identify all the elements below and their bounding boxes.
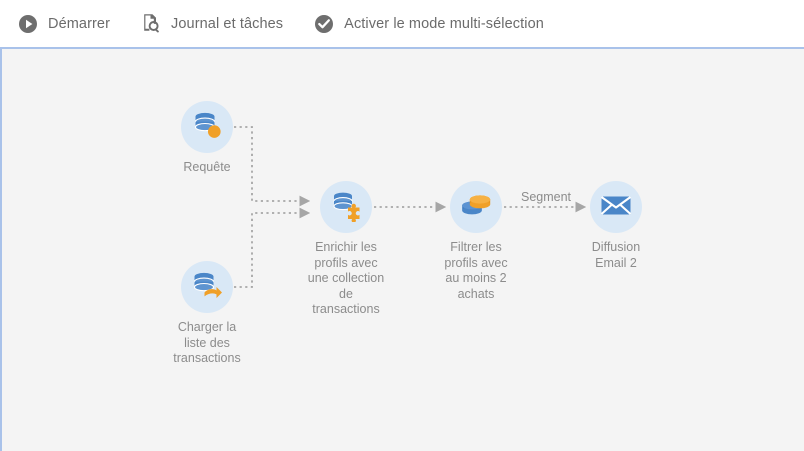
node-query-label: Requête [183,160,231,174]
node-filter-profiles-label: Filtrer les profils avec au moins 2 acha… [444,240,508,301]
workflow-node-load-transactions[interactable]: Charger la liste des transactions [147,261,267,367]
filter-icon [459,188,493,227]
node-load-transactions-circle[interactable] [181,261,233,313]
database-enrich-icon [329,188,363,227]
toolbar: Démarrer Journal et tâches Activer le mo… [0,0,804,47]
envelope-icon [599,188,633,227]
node-query-circle[interactable] [181,101,233,153]
node-enrich-profiles-label: Enrichir les profils avec une collection… [307,240,385,316]
workflow-canvas[interactable]: Segment Requête [0,47,804,451]
edge-label-segment: Segment [521,190,572,204]
workflow-node-filter-profiles[interactable]: Filtrer les profils avec au moins 2 acha… [416,181,536,302]
play-circle-icon [17,13,39,35]
toolbar-button-multiselect[interactable]: Activer le mode multi-sélection [313,13,544,35]
toolbar-button-journal-tasks-label: Journal et tâches [171,15,284,32]
node-load-transactions-label: Charger la liste des transactions [173,320,241,365]
node-filter-profiles-circle[interactable] [450,181,502,233]
database-query-icon [190,108,224,147]
node-email-delivery-label: Diffusion Email 2 [591,240,641,270]
toolbar-button-journal-tasks[interactable]: Journal et tâches [140,13,283,35]
document-search-icon [140,13,162,35]
toolbar-button-multiselect-label: Activer le mode multi-sélection [344,15,544,32]
database-load-icon [190,268,224,307]
node-email-delivery-circle[interactable] [590,181,642,233]
workflow-node-enrich-profiles[interactable]: Enrichir les profils avec une collection… [286,181,406,318]
workflow-node-query[interactable]: Requête [147,101,267,176]
workflow-diagram: Segment Requête [2,49,804,451]
toolbar-button-start[interactable]: Démarrer [17,13,110,35]
node-enrich-profiles-circle[interactable] [320,181,372,233]
toolbar-button-start-label: Démarrer [48,15,111,32]
workflow-node-email-delivery[interactable]: Diffusion Email 2 [556,181,676,271]
check-circle-icon [313,13,335,35]
